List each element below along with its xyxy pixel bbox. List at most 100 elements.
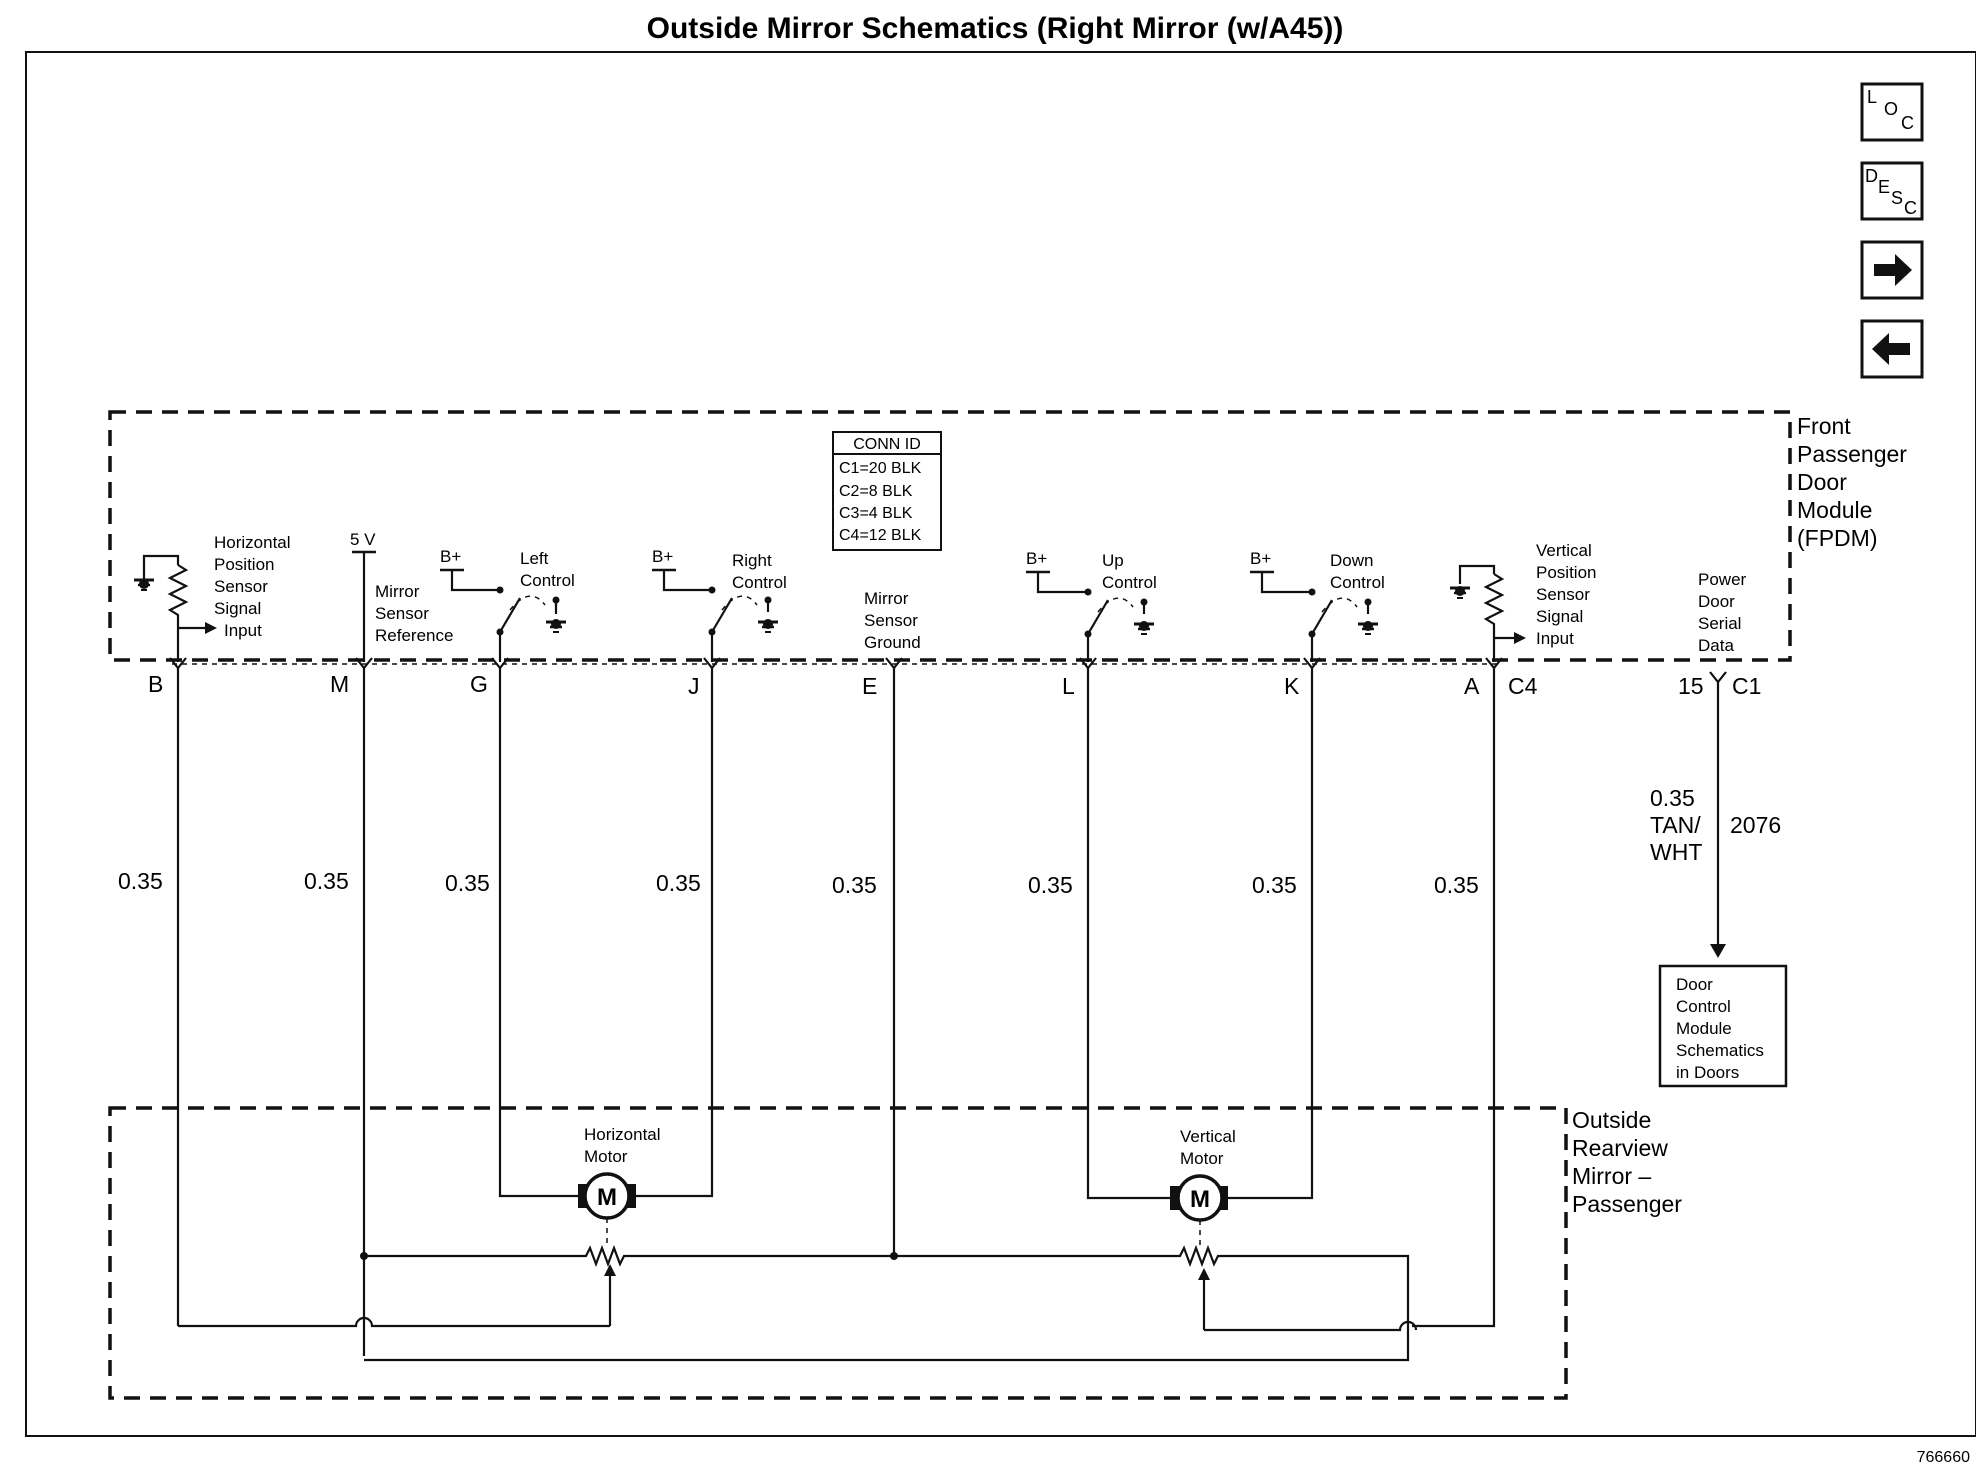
- arrow-right-icon: [1874, 254, 1912, 286]
- wire-k: [1228, 668, 1314, 1200]
- previous-page-button[interactable]: [1860, 319, 1924, 379]
- h-sensor-signal-wire: [178, 1316, 610, 1328]
- svg-text:B+: B+: [652, 547, 673, 566]
- svg-text:in Doors: in Doors: [1676, 1063, 1739, 1082]
- conn-id-row: C2=8 BLK: [839, 483, 913, 500]
- svg-text:Door: Door: [1797, 469, 1847, 495]
- loc-letter-c: C: [1901, 113, 1914, 133]
- loc-letter-l: L: [1867, 87, 1877, 107]
- figure-id: 766660: [1917, 1449, 1970, 1466]
- ground-icon: [546, 619, 566, 633]
- svg-text:Left: Left: [520, 549, 549, 568]
- wire-j: [636, 668, 714, 1198]
- svg-text:Serial: Serial: [1698, 614, 1741, 633]
- pin-b-label: B: [148, 671, 163, 697]
- svg-text:Control: Control: [1676, 997, 1731, 1016]
- svg-text:B+: B+: [1250, 549, 1271, 568]
- svg-text:Sensor: Sensor: [1536, 585, 1590, 604]
- up-control-switch: B+ Up Control: [1026, 549, 1157, 662]
- ground-icon: [1358, 621, 1378, 635]
- pin-15-label: 15: [1678, 673, 1704, 699]
- svg-text:Ground: Ground: [864, 633, 921, 652]
- svg-text:Reference: Reference: [375, 626, 453, 645]
- right-control-switch: B+ Right Control: [652, 547, 787, 662]
- pin-l-label: L: [1062, 673, 1075, 699]
- ground-icon: [1134, 621, 1154, 635]
- serial-gauge: 0.35: [1650, 785, 1695, 811]
- harness-wires: [176, 668, 1496, 1356]
- wire-a: [1412, 668, 1496, 1328]
- diagram-title: Outside Mirror Schematics (Right Mirror …: [647, 12, 1344, 45]
- svg-text:Control: Control: [1330, 573, 1385, 592]
- conn-id-table: CONN ID C1=20 BLK C2=8 BLK C3=4 BLK C4=1…: [832, 431, 942, 551]
- v-sensor-signal-wire: [1204, 1320, 1418, 1332]
- pin-15-terminal: [1709, 671, 1727, 684]
- connector-c4-label: C4: [1508, 673, 1538, 699]
- fpdm-boundary: [108, 410, 1792, 662]
- arrow-left-icon: [1872, 333, 1910, 365]
- pin-a-label: A: [1464, 673, 1480, 699]
- svg-text:Power: Power: [1698, 570, 1747, 589]
- wire-g: [498, 668, 578, 1198]
- five-volt-label: 5 V: [350, 530, 376, 549]
- pin-g-label: G: [470, 671, 488, 697]
- next-page-button[interactable]: [1860, 240, 1924, 300]
- conn-id-row: C3=4 BLK: [839, 505, 913, 522]
- desc-letter-s: S: [1891, 188, 1903, 208]
- ground-icon: [134, 578, 154, 591]
- svg-text:Control: Control: [732, 573, 787, 592]
- svg-text:Sensor: Sensor: [375, 604, 429, 623]
- desc-button[interactable]: D E S C: [1860, 161, 1924, 221]
- svg-text:Input: Input: [1536, 629, 1574, 648]
- pin-e-label: E: [862, 673, 877, 699]
- svg-text:Horizontal: Horizontal: [214, 533, 291, 552]
- svg-text:Data: Data: [1698, 636, 1734, 655]
- conn-id-row: C4=12 BLK: [839, 527, 922, 544]
- sensor-ground-label: Mirror Sensor Ground: [864, 589, 921, 652]
- loc-button[interactable]: L O C: [1860, 82, 1924, 142]
- loc-letter-o: O: [1884, 99, 1898, 119]
- door-control-module-link[interactable]: Door Control Module Schematics in Doors: [1658, 964, 1788, 1088]
- svg-text:Passenger: Passenger: [1572, 1191, 1682, 1217]
- gauge-label-g: 0.35: [445, 870, 490, 896]
- wire-gauges: 0.35 0.35 0.35 0.35 0.35 0.35 0.35 0.35: [118, 868, 1479, 898]
- svg-text:Mirror –: Mirror –: [1572, 1163, 1651, 1189]
- svg-text:B+: B+: [1026, 549, 1047, 568]
- svg-text:Sensor: Sensor: [864, 611, 918, 630]
- svg-text:Rearview: Rearview: [1572, 1135, 1668, 1161]
- svg-text:Sensor: Sensor: [214, 577, 268, 596]
- svg-text:Front: Front: [1797, 413, 1851, 439]
- vertical-motor: M Vertical Motor: [1170, 1127, 1236, 1248]
- gauge-label-e: 0.35: [832, 872, 877, 898]
- serial-color-1: TAN/: [1650, 812, 1701, 838]
- arrow-icon: [205, 622, 217, 634]
- ground-icon: [1450, 586, 1470, 599]
- motor-symbol: M: [1190, 1186, 1210, 1213]
- ground-icon: [758, 619, 778, 633]
- wiper-arrow-icon: [604, 1264, 616, 1276]
- connector-c1-label: C1: [1732, 673, 1761, 699]
- gauge-label-k: 0.35: [1252, 872, 1297, 898]
- svg-text:Mirror: Mirror: [375, 582, 420, 601]
- gauge-label-m: 0.35: [304, 868, 349, 894]
- svg-text:Signal: Signal: [1536, 607, 1583, 626]
- fpdm-label: Front Passenger Door Module (FPDM): [1797, 413, 1907, 551]
- horizontal-motor: M Horizontal Motor: [578, 1125, 661, 1246]
- conn-id-header: CONN ID: [853, 436, 921, 453]
- down-control-switch: B+ Down Control: [1250, 549, 1385, 662]
- page-frame: [25, 51, 1976, 1437]
- svg-text:Input: Input: [224, 621, 262, 640]
- desc-letter-c: C: [1904, 198, 1917, 218]
- gauge-label-a: 0.35: [1434, 872, 1479, 898]
- svg-text:Down: Down: [1330, 551, 1373, 570]
- serial-data-label: Power Door Serial Data: [1698, 570, 1747, 655]
- svg-text:Signal: Signal: [214, 599, 261, 618]
- svg-text:Motor: Motor: [1180, 1149, 1224, 1168]
- svg-text:Position: Position: [1536, 563, 1596, 582]
- resistor-icon: [167, 564, 189, 662]
- svg-text:Horizontal: Horizontal: [584, 1125, 661, 1144]
- resistor-icon: [1483, 573, 1505, 662]
- mirror-boundary: [108, 1106, 1568, 1400]
- svg-text:Door: Door: [1676, 975, 1713, 994]
